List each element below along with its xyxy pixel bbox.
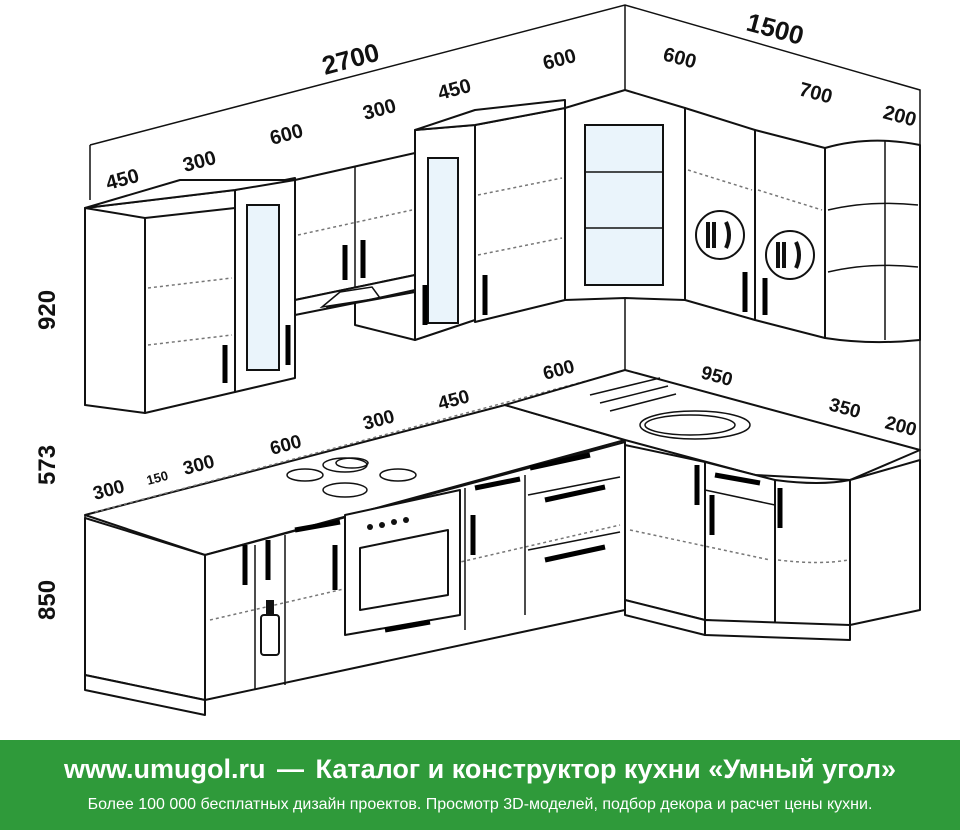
sink — [589, 377, 751, 440]
dim-upper: 450 — [436, 75, 474, 105]
dim-lower: 600 — [541, 356, 577, 384]
footer-subtitle: Более 100 000 бесплатных дизайн проектов… — [87, 796, 873, 813]
dim-lower-right: 950 — [699, 363, 735, 391]
upper-cabinets-right — [684, 107, 921, 344]
dim-upper-right: 600 — [661, 44, 699, 74]
dim-upper-right: 700 — [797, 79, 835, 109]
kitchen-drawing: 2700 1500 450 300 600 300 450 600 600 70… — [34, 4, 921, 716]
dim-height-upper: 920 — [34, 290, 61, 330]
dim-upper: 300 — [361, 95, 399, 125]
dim-top-total-right: 1500 — [743, 7, 807, 51]
site-link[interactable]: www.umugol.ru — [63, 754, 266, 784]
dim-lower: 600 — [268, 431, 304, 459]
promo-footer: www.umugol.ru — Каталог и конструктор ку… — [0, 740, 960, 830]
dim-lower-right: 200 — [883, 413, 919, 441]
dim-upper: 450 — [104, 165, 142, 195]
dim-lower-right: 350 — [827, 395, 863, 423]
lower-cabinets-right — [504, 369, 921, 641]
dim-lower: 300 — [361, 406, 397, 434]
upper-cabinets-left — [84, 99, 580, 414]
dim-lower: 450 — [436, 386, 472, 414]
dim-upper: 300 — [181, 147, 219, 177]
upper-corner-cabinet — [564, 89, 686, 301]
footer-slogan: Каталог и конструктор кухни «Умный угол» — [315, 754, 897, 784]
dim-lower: 300 — [91, 476, 127, 504]
dim-height-gap: 573 — [34, 445, 61, 485]
footer-dash: — — [277, 754, 304, 784]
cutlery-icon — [695, 210, 745, 260]
dim-upper: 600 — [541, 45, 579, 75]
oven — [344, 489, 461, 636]
dim-lower: 150 — [145, 468, 170, 488]
dim-lower: 300 — [181, 451, 217, 479]
cutlery-icon — [765, 230, 815, 280]
footer-title: www.umugol.ru — Каталог и конструктор ку… — [0, 754, 960, 785]
dim-upper-right: 200 — [881, 102, 919, 132]
cooktop — [286, 457, 417, 498]
dim-upper: 600 — [268, 120, 306, 150]
bottle-icon — [260, 600, 280, 656]
dim-height-lower: 850 — [34, 580, 61, 620]
lower-cabinets-left — [84, 371, 626, 716]
dim-top-total-left: 2700 — [319, 37, 383, 81]
